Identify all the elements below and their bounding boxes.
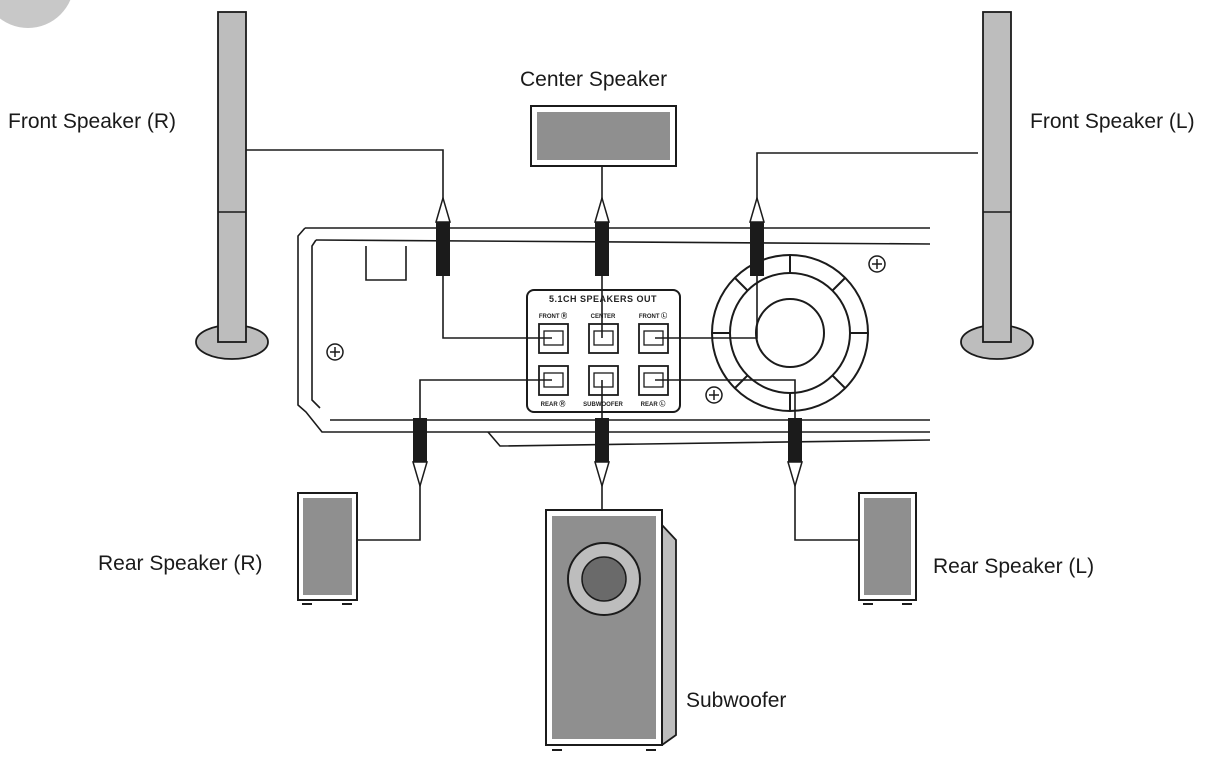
corner-badge <box>0 0 71 28</box>
front-speaker-right <box>195 11 269 360</box>
receiver-unit: 5.1CH SPEAKERS OUT FRONT Ⓡ CENTER FRONT … <box>297 227 931 447</box>
jack-rear-l <box>638 365 669 396</box>
label-front-speaker-right: Front Speaker (R) <box>8 110 176 133</box>
front-speaker-left <box>960 11 1034 360</box>
fan-grille <box>711 254 869 412</box>
rear-speaker-right <box>297 492 358 605</box>
plug-subwoofer <box>594 418 610 489</box>
label-subwoofer: Subwoofer <box>686 689 786 712</box>
plug-rear-l <box>787 418 803 489</box>
label-front-speaker-left: Front Speaker (L) <box>1030 110 1195 133</box>
plug-front-l <box>749 195 765 276</box>
jack-label-subwoofer: SUBWOOFER <box>583 402 623 408</box>
jack-center <box>588 323 619 354</box>
jack-label-center: CENTER <box>591 314 616 320</box>
label-rear-speaker-left: Rear Speaker (L) <box>933 555 1094 578</box>
subwoofer <box>545 509 677 751</box>
plug-center <box>594 195 610 276</box>
label-rear-speaker-right: Rear Speaker (R) <box>98 552 263 575</box>
speaker-terminal-panel: 5.1CH SPEAKERS OUT FRONT Ⓡ CENTER FRONT … <box>526 289 681 413</box>
label-center-speaker: Center Speaker <box>520 68 667 91</box>
screw-bottom-right <box>705 386 723 404</box>
jack-label-front-r: FRONT Ⓡ <box>539 312 567 320</box>
screw-left <box>326 343 344 361</box>
plug-rear-r <box>412 418 428 489</box>
jack-label-rear-l: REAR Ⓛ <box>641 400 666 408</box>
panel-title: 5.1CH SPEAKERS OUT <box>549 294 657 304</box>
rear-speaker-left <box>858 492 917 605</box>
plug-front-r <box>435 195 451 276</box>
jack-subwoofer <box>588 365 619 396</box>
screw-top-right <box>868 255 886 273</box>
jack-label-rear-r: REAR Ⓡ <box>541 400 566 408</box>
jack-label-front-l: FRONT Ⓛ <box>639 312 667 320</box>
center-speaker <box>530 105 677 167</box>
